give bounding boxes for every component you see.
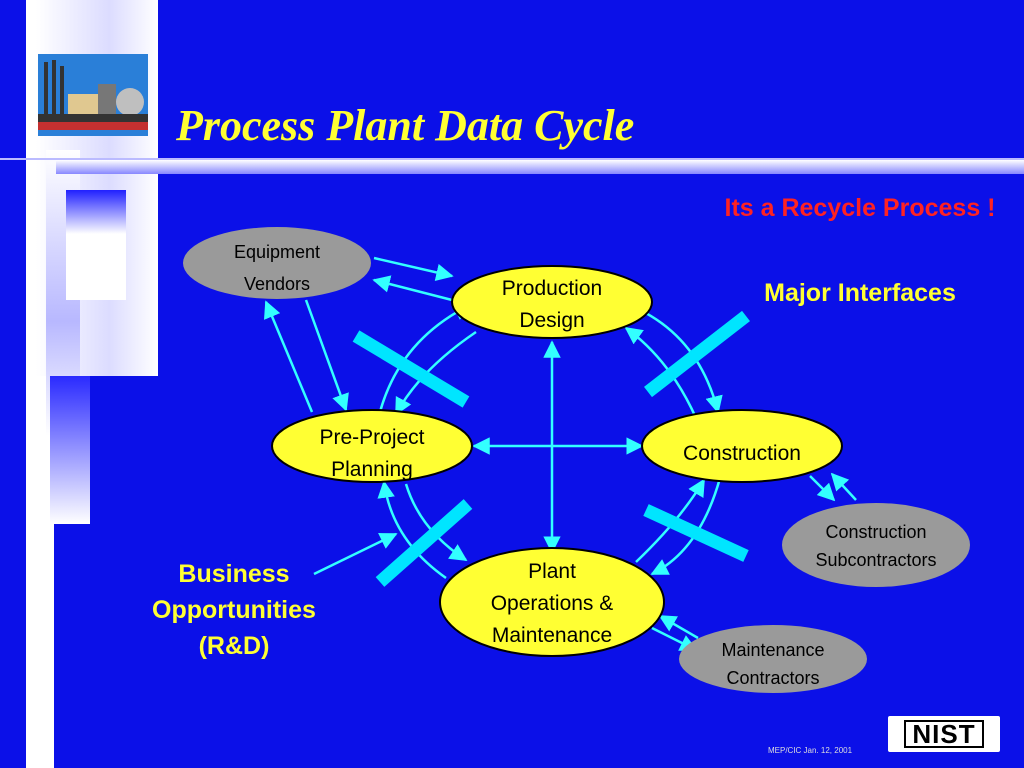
arrow-operations-to-planning xyxy=(377,480,447,580)
node-label: Maintenance xyxy=(721,640,824,660)
arrow-subcontractors-to-construction xyxy=(830,472,857,501)
node-label: Pre-Project xyxy=(319,426,424,449)
interface-bar-operations xyxy=(643,504,749,562)
node-label: Vendors xyxy=(244,274,310,294)
node-label: Plant xyxy=(528,560,576,583)
node-construction-subcontractors: Construction Subcontractors xyxy=(782,503,970,587)
arrow-planning-to-design xyxy=(378,303,472,413)
node-equipment-vendors: Equipment Vendors xyxy=(183,227,371,299)
arrow-construction-to-subcontractors xyxy=(809,475,836,502)
title-rule-band xyxy=(56,160,1024,174)
node-label: Construction xyxy=(683,442,801,465)
arrow-maintenance-to-operations xyxy=(658,614,699,640)
title-rule xyxy=(0,158,1024,160)
major-interfaces-note: Major Interfaces xyxy=(764,279,956,307)
recycle-note: Its a Recycle Process ! xyxy=(724,194,996,222)
arrow-planning-to-vendors xyxy=(264,300,314,413)
node-label: Planning xyxy=(331,458,413,481)
node-pre-project-planning: Pre-Project Planning xyxy=(271,409,473,483)
node-label: Subcontractors xyxy=(815,550,936,570)
node-construction: Construction xyxy=(641,409,843,483)
decor-stripe-lower xyxy=(50,376,90,524)
factory-logo-icon xyxy=(38,54,148,136)
node-label: Design xyxy=(519,309,584,332)
arrow-design-to-vendors xyxy=(372,275,453,302)
arrow-vendors-to-planning xyxy=(304,299,349,412)
node-label: Production xyxy=(502,277,602,300)
nist-logo: NIST xyxy=(888,716,1000,752)
arrow-design-to-planning xyxy=(394,330,477,416)
arrow-business-opportunities xyxy=(313,532,398,576)
node-production-design: Production Design xyxy=(451,265,653,339)
slide-title: Process Plant Data Cycle xyxy=(176,101,635,150)
interface-bar-business xyxy=(375,499,473,587)
decor-box xyxy=(66,190,126,300)
node-label: Construction xyxy=(825,522,926,542)
slide-footer: MEP/CIC Jan. 12, 2001 xyxy=(768,746,853,755)
business-opportunities-label: Business Opportunities (R&D) xyxy=(152,560,316,660)
node-label: Maintenance xyxy=(492,624,612,647)
node-label: Operations & xyxy=(491,592,614,615)
node-maintenance-contractors: Maintenance Contractors xyxy=(679,625,867,693)
arrow-planning-to-operations xyxy=(404,483,468,562)
node-plant-operations: Plant Operations & Maintenance xyxy=(439,547,665,657)
node-label: Contractors xyxy=(726,668,819,688)
arrow-construction-to-design xyxy=(624,326,698,419)
arrow-vendors-to-design xyxy=(373,256,454,281)
interface-bar-construction-design xyxy=(644,310,750,398)
interface-bar-vendors xyxy=(352,330,470,408)
arrow-design-to-construction xyxy=(639,308,723,414)
node-label: Equipment xyxy=(234,242,320,262)
nist-logo-text: NIST xyxy=(904,720,984,748)
